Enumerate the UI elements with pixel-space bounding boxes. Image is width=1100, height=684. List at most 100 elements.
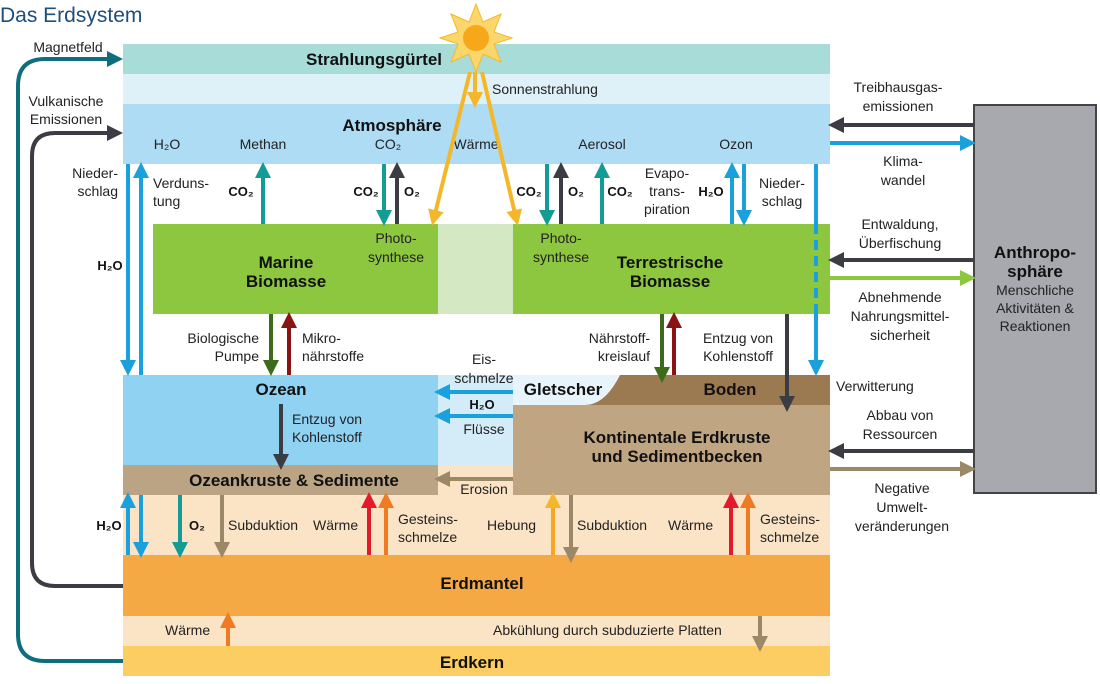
niederschlag-right-label-1: Nieder- (759, 175, 805, 191)
entzug-terr-label-1: Entzug von (703, 330, 773, 346)
continental-crust-label-2: und Sedimentbecken (592, 447, 763, 466)
mikronaehrstoffe-label-1: Mikro- (302, 330, 341, 346)
treibhausgas-label-2: emissionen (863, 98, 934, 114)
photosynthese-marine-label-2: synthese (368, 249, 424, 265)
anthroposphere-subtitle-3: Reaktionen (1000, 318, 1071, 334)
anthroposphere-subtitle-2: Aktivitäten & (996, 300, 1074, 316)
gesteinsschmelze-right-label-1: Gesteins- (760, 511, 820, 527)
diagram-title: Das Erdsystem (0, 4, 142, 27)
anthroposphere-title-2: sphäre (1007, 262, 1063, 281)
gesteinsschmelze-left-label-1: Gesteins- (398, 511, 458, 527)
ocean-gap (438, 375, 513, 465)
niederschlag-left-label-1: Nieder- (72, 165, 118, 181)
treibhausgas-label-1: Treibhausgas- (854, 79, 943, 95)
continental-crust-layer (513, 405, 830, 495)
photosynthese-marine-label-1: Photo- (375, 230, 417, 246)
klimawandel-label-2: wandel (880, 172, 925, 188)
atmo-methan: Methan (240, 136, 287, 152)
subduktion-right-label: Subduktion (577, 517, 647, 533)
erosion-label: Erosion (460, 481, 507, 497)
soil-label: Boden (704, 380, 757, 399)
hebung-label: Hebung (487, 517, 536, 533)
ocean-label: Ozean (255, 380, 306, 399)
continental-crust-label-1: Kontinentale Erdkruste (583, 428, 770, 447)
anthroposphere-subtitle-1: Menschliche (996, 282, 1074, 298)
sonnenstrahlung-label: Sonnenstrahlung (492, 81, 598, 97)
umwelt-label-1: Negative (874, 480, 929, 496)
nahrung-label-2: Nahrungsmittel- (851, 308, 950, 324)
entzug-terr-label-2: Kohlenstoff (703, 348, 773, 364)
verdunstung-label-2: tung (153, 193, 180, 209)
sun-to-terrestrial-arrow (480, 71, 522, 226)
sun-to-marine-arrow (428, 71, 472, 226)
marine-biomass-label-1: Marine (259, 253, 314, 272)
eisschmelze-label-2: schmelze (454, 370, 513, 386)
crust-mantle-gap (123, 495, 830, 555)
verwitterung-label: Verwitterung (836, 378, 914, 394)
ocean-crust-layer (123, 465, 438, 495)
atmosphere-layer (123, 104, 830, 164)
subduktion-left-label: Subduktion (228, 517, 298, 533)
photosynthese-terr-label-1: Photo- (540, 230, 582, 246)
atmosphere-label: Atmosphäre (342, 116, 441, 135)
waerme-right-label: Wärme (668, 517, 713, 533)
sun-icon (438, 2, 514, 74)
co2-marine-label: CO₂ (353, 184, 379, 199)
abbau-label-1: Abbau von (867, 407, 934, 423)
magnetfeld-label: Magnetfeld (33, 39, 102, 55)
naehrstoffkreislauf-label-2: kreislauf (598, 348, 650, 364)
glacier-label: Gletscher (524, 380, 603, 399)
atmo-aerosol: Aerosol (578, 136, 625, 152)
h2o-rivers-label: H₂O (469, 397, 494, 412)
entwaldung-label-2: Überfischung (859, 234, 942, 251)
co2-methan-label: CO₂ (228, 184, 254, 199)
o2-terr-label: O₂ (568, 184, 584, 199)
ocean-crust-label: Ozeankruste & Sedimente (189, 471, 399, 490)
co2-terr-up-label: CO₂ (607, 184, 633, 199)
h2o-left-label: H₂O (97, 258, 122, 273)
eisschmelze-label-1: Eis- (472, 351, 496, 367)
entzug-ocean-label-2: Kohlenstoff (292, 429, 362, 445)
evapotranspiration-label-3: piration (644, 201, 690, 217)
o2-bottom-label: O₂ (189, 518, 205, 533)
atmo-h2o: H₂O (154, 136, 181, 152)
soil-layer (585, 375, 830, 405)
core-label: Erdkern (440, 653, 504, 672)
anthroposphere-box (973, 104, 1097, 494)
marine-biomass-label-2: Biomasse (246, 272, 326, 291)
vulkanische-label-2: Emissionen (30, 111, 102, 127)
biologische-pumpe-label-2: Pumpe (215, 348, 260, 364)
glacier-shape (513, 375, 620, 405)
niederschlag-right-label-2: schlag (762, 193, 802, 209)
co2-terr-down-label: CO₂ (516, 184, 542, 199)
biologische-pumpe-label-1: Biologische (187, 330, 259, 346)
h2o-evapo-label: H₂O (698, 184, 723, 199)
nahrung-label-1: Abnehmende (858, 289, 942, 305)
mantle-layer (123, 555, 830, 616)
terrestrial-biomass-label-1: Terrestrische (617, 253, 723, 272)
naehrstoffkreislauf-label-1: Nährstoff- (589, 330, 651, 346)
entwaldung-label-1: Entwaldung, (861, 216, 938, 232)
atmo-co2: CO₂ (375, 136, 401, 152)
h2o-bottom-label: H₂O (96, 518, 121, 533)
gesteinsschmelze-left-label-2: schmelze (398, 529, 457, 545)
anthroposphere-title-1: Anthropo- (994, 243, 1076, 262)
mantle-label: Erdmantel (440, 574, 523, 593)
radiation-belt-label: Strahlungsgürtel (306, 50, 442, 69)
waerme-core-label: Wärme (165, 622, 210, 638)
evapotranspiration-label-2: trans- (649, 183, 685, 199)
umwelt-label-3: veränderungen (855, 518, 949, 534)
nahrung-label-3: sicherheit (870, 327, 930, 343)
terrestrial-biomass-layer (513, 224, 830, 314)
gesteinsschmelze-right-label-2: schmelze (760, 529, 819, 545)
abbau-label-2: Ressourcen (863, 426, 938, 442)
entzug-ocean-label-1: Entzug von (292, 411, 362, 427)
photosynthese-terr-label-2: synthese (533, 249, 589, 265)
verdunstung-label-1: Verduns- (153, 175, 209, 191)
marine-biomass-layer (153, 224, 438, 314)
waerme-left-label: Wärme (313, 517, 358, 533)
o2-marine-label: O₂ (404, 184, 420, 199)
volcanic-emissions-arrow (30, 125, 123, 588)
magnetfeld-arrow (16, 51, 123, 663)
